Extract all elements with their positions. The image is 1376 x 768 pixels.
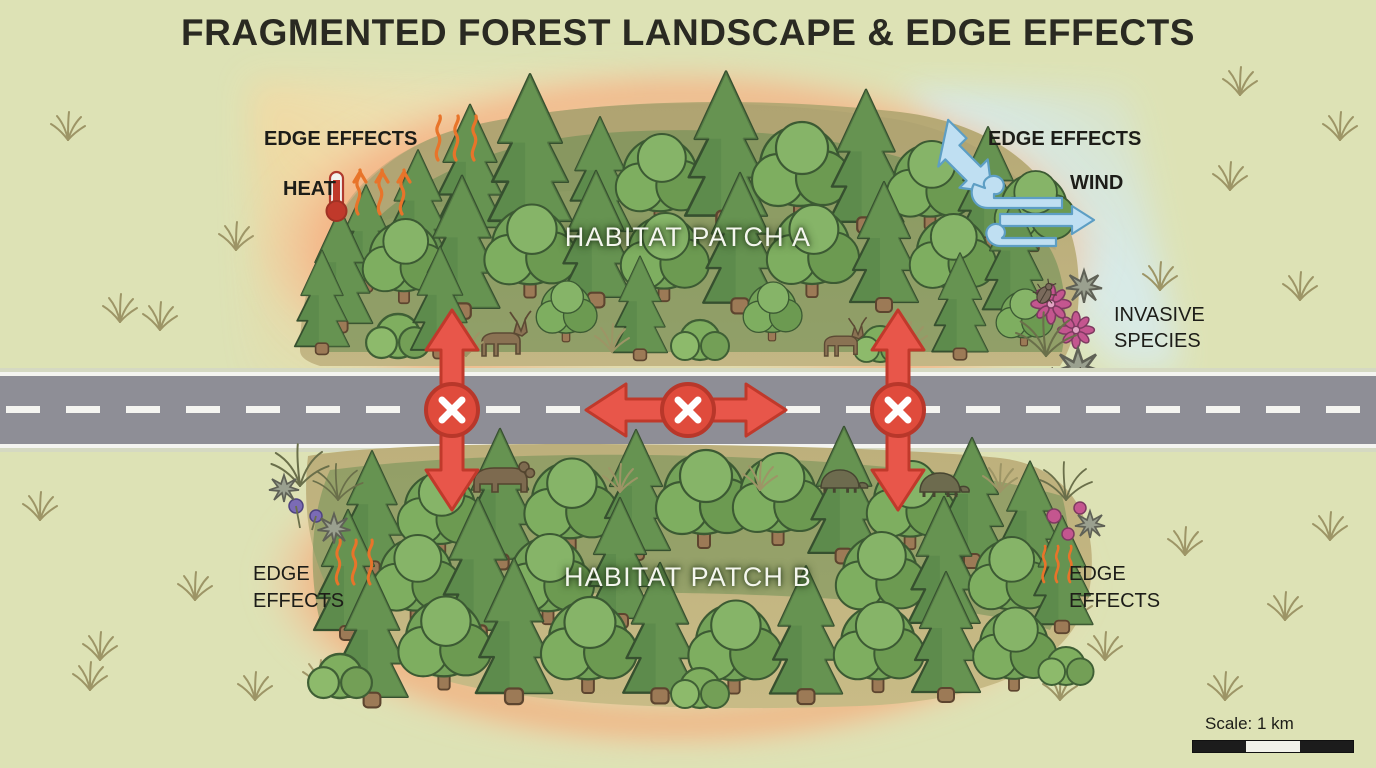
heat-label: HEAT — [283, 178, 336, 200]
invasive-species-cluster-left — [268, 443, 364, 545]
barrier-markers — [424, 382, 926, 438]
invasive-species-label: INVASIVE SPECIES — [1114, 304, 1205, 352]
page-title: FRAGMENTED FOREST LANDSCAPE & EDGE EFFEC… — [181, 12, 1195, 53]
scale-label: Scale: 1 km — [1205, 714, 1294, 733]
edge-effects-label-bottom-left: EDGE EFFECTS — [253, 563, 345, 612]
heat-waves-top — [434, 114, 478, 162]
barrier-x-center — [660, 382, 716, 438]
edge-effects-label-top-left: EDGE EFFECTS — [264, 128, 418, 150]
heat-waves-bottom-right — [1041, 544, 1073, 584]
habitat-patch-a — [293, 70, 1079, 367]
barrier-x-right — [870, 382, 926, 438]
habitat-patch-b — [306, 425, 1095, 710]
heat-waves-bottom-left — [334, 538, 374, 586]
habitat-patch-a-label: HABITAT PATCH A — [564, 222, 812, 252]
wind-arrows — [937, 118, 1096, 248]
invasive-species-cluster-lower-right — [1039, 461, 1106, 541]
edge-effects-label-top-right: EDGE EFFECTS — [988, 128, 1142, 150]
habitat-patch-b-label: HABITAT PATCH B — [563, 562, 813, 592]
scale-bar — [1192, 740, 1354, 753]
wind-label: WIND — [1070, 172, 1124, 194]
barrier-x-left — [424, 382, 480, 438]
heat-arrows — [352, 168, 412, 216]
edge-effects-label-bottom-right: EDGE EFFECTS — [1069, 563, 1161, 612]
thermometer-icon — [325, 170, 348, 222]
